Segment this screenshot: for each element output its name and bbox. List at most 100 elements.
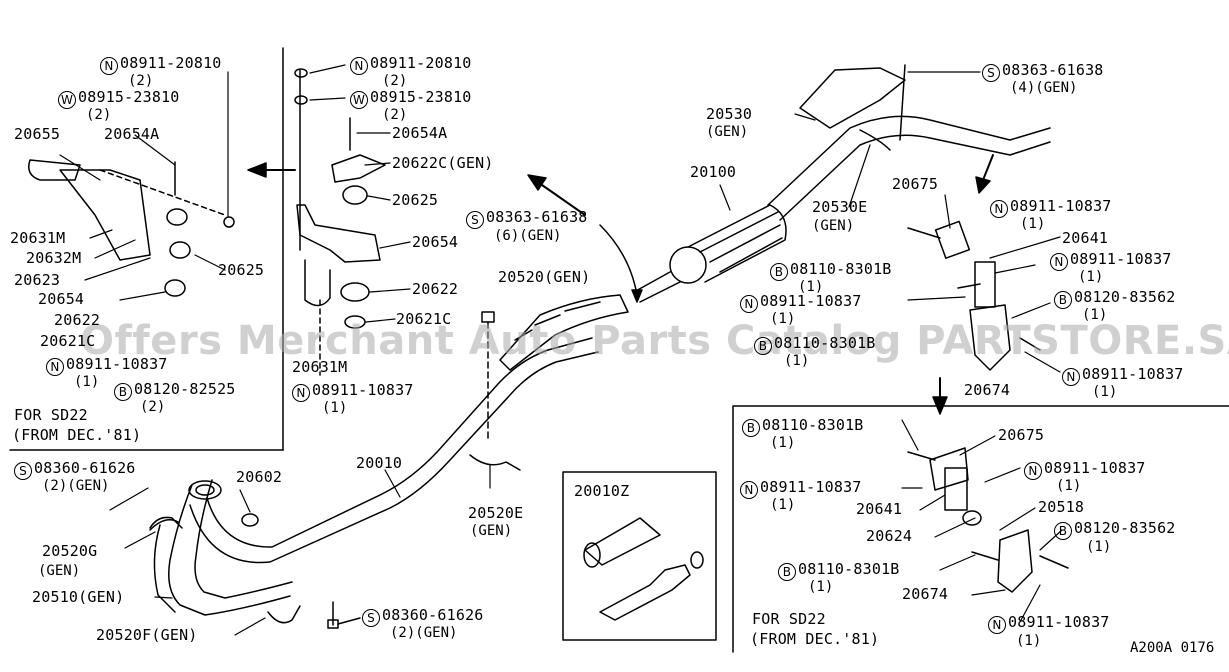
kit-title: 20010Z <box>574 482 630 500</box>
label-20641-top: 20641 <box>1062 229 1109 247</box>
muffler-20100 <box>633 204 787 303</box>
clamp-20520g <box>149 516 183 529</box>
n-prefix-icon: N <box>350 57 368 75</box>
label-20530: 20530 <box>706 105 753 123</box>
arrow-down-right <box>975 154 994 194</box>
clamp-20520f <box>267 605 301 624</box>
label-20622c: 20622C(GEN) <box>392 154 494 172</box>
left-inset-parts <box>28 159 235 297</box>
label-20623: 20623 <box>14 271 61 289</box>
qty-bot-s: (2)(GEN) <box>390 625 458 641</box>
label-20518: 20518 <box>1038 498 1085 516</box>
qty-mid-n: (2) <box>382 73 408 89</box>
n-prefix-icon: N <box>292 384 310 402</box>
n-prefix-icon: N <box>1062 368 1080 386</box>
s-prefix-icon: S <box>466 211 484 229</box>
qty-mid-n2: (1) <box>322 400 348 416</box>
qty-mid-s: (6)(GEN) <box>494 228 562 244</box>
label-20674-bottom: 20674 <box>902 585 949 603</box>
n-prefix-icon: N <box>740 481 758 499</box>
s-prefix-icon: S <box>362 609 380 627</box>
s-prefix-icon: S <box>14 462 32 480</box>
label-20602: 20602 <box>236 468 283 486</box>
label-20624: 20624 <box>866 527 913 545</box>
qty-r-b1: (1) <box>798 279 824 295</box>
right-inset-frame <box>732 405 1229 653</box>
kit-box <box>562 471 717 641</box>
label-20622-mid: 20622 <box>412 280 459 298</box>
br-note-model: FOR SD22 <box>752 610 826 628</box>
n-prefix-icon: N <box>990 200 1008 218</box>
n-prefix-icon: N <box>100 57 118 75</box>
label-20621c-left: 20621C <box>40 332 96 350</box>
qty-r-n2: (1) <box>1078 269 1104 285</box>
qty-r-n3: (1) <box>770 311 796 327</box>
watermark: Offers Merchant Auto Parts Catalog PARTS… <box>80 318 1229 364</box>
arrow-left <box>247 162 296 178</box>
label-20641-bottom: 20641 <box>856 500 903 518</box>
label-20631m-left: 20631M <box>10 229 66 247</box>
b-prefix-icon: B <box>1054 522 1072 540</box>
n-prefix-icon: N <box>46 358 64 376</box>
w-prefix-icon: W <box>58 91 76 109</box>
qty-br-n2: (1) <box>770 497 796 513</box>
qty-left-n2: (1) <box>74 374 100 390</box>
s-prefix-icon: S <box>982 64 1000 82</box>
label-20520e: 20520E <box>468 504 524 522</box>
label-20675-bottom: 20675 <box>998 426 1045 444</box>
kit-contents <box>583 517 704 621</box>
label-20622-left: 20622 <box>54 311 101 329</box>
qty-bl-s: (2)(GEN) <box>42 478 110 494</box>
center-pipe-20520 <box>481 294 629 441</box>
label-20530e: 20530E <box>812 198 868 216</box>
hanger-20520e <box>469 454 521 471</box>
b-prefix-icon: B <box>778 563 796 581</box>
right-bracket-top <box>907 220 1041 371</box>
n-prefix-icon: N <box>1024 462 1042 480</box>
label-20520g: 20520G <box>42 542 98 560</box>
label-20520f: 20520F(GEN) <box>96 626 198 644</box>
qty-left-b: (2) <box>140 399 166 415</box>
qty-br-n1: (1) <box>1056 478 1082 494</box>
n-prefix-icon: N <box>988 616 1006 634</box>
qty-br-b3: (1) <box>808 579 834 595</box>
left-note-model: FOR SD22 <box>14 406 88 424</box>
label-20520: 20520(GEN) <box>498 268 591 286</box>
label-20654-mid: 20654 <box>412 233 459 251</box>
b-prefix-icon: B <box>742 419 760 437</box>
label-20100: 20100 <box>690 163 737 181</box>
qty-mid-w: (2) <box>382 107 408 123</box>
label-20530e-gen: (GEN) <box>812 218 855 234</box>
gasket-20602 <box>241 513 259 527</box>
label-20621c-mid: 20621C <box>396 310 452 328</box>
qty-left-w: (2) <box>86 107 112 123</box>
label-20530-gen: (GEN) <box>706 124 749 140</box>
arrow-up-left <box>527 174 586 216</box>
label-20010: 20010 <box>356 454 403 472</box>
tail-pipe-20530 <box>767 64 1051 221</box>
label-20520g-gen: (GEN) <box>38 563 81 579</box>
label-20632m: 20632M <box>26 249 82 267</box>
qty-r-n4: (1) <box>1092 384 1118 400</box>
qty-left-n: (2) <box>128 73 154 89</box>
